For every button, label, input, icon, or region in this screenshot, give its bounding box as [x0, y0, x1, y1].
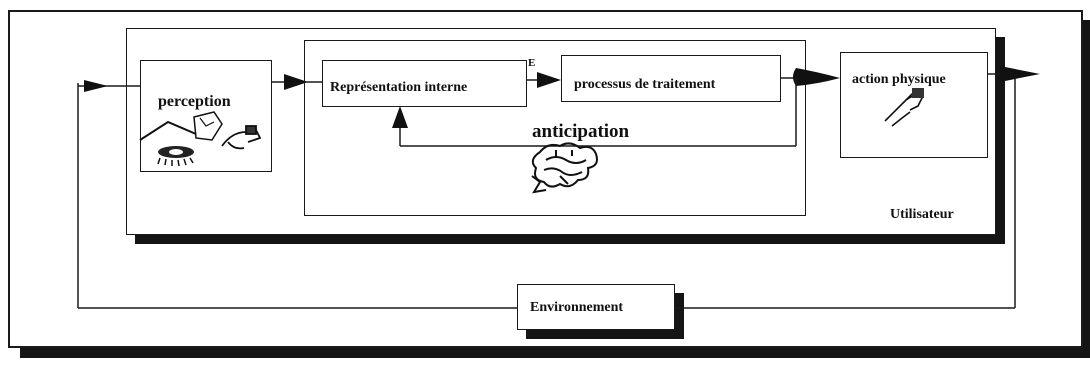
perception-label: perception	[158, 93, 231, 110]
processing-label: processus de traitement	[574, 77, 716, 92]
anticipation-label: anticipation	[532, 121, 630, 142]
action-label: action physique	[852, 72, 946, 87]
processing-box	[561, 55, 781, 102]
environment-box	[517, 284, 675, 330]
representation-box	[322, 60, 527, 107]
action-box	[840, 52, 988, 158]
representation-label: Représentation interne	[330, 80, 468, 95]
environment-label: Environnement	[530, 300, 624, 315]
perception-box	[140, 60, 272, 172]
user-label: Utilisateur	[890, 207, 954, 222]
tick-label: E	[528, 57, 536, 69]
